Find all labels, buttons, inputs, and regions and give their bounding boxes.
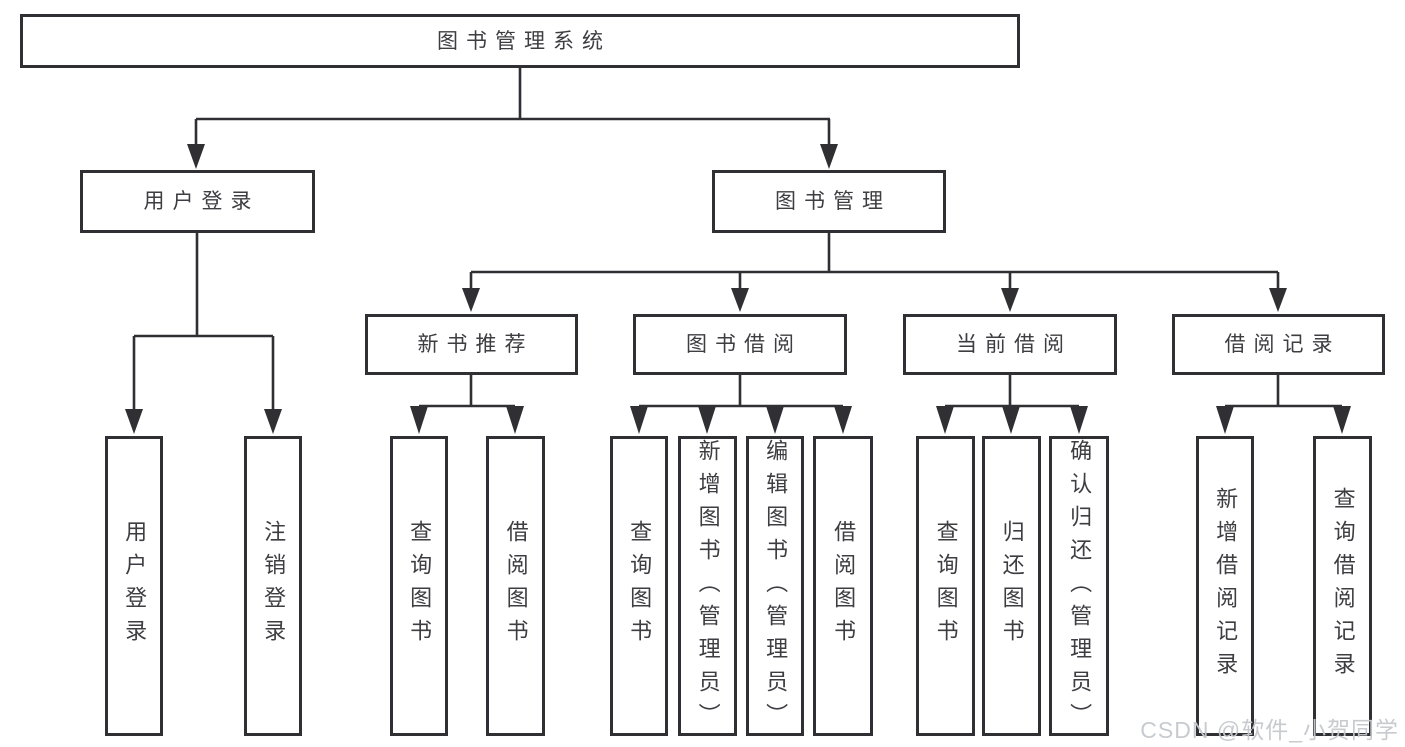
node-book-management-system: 图书管理系统 — [20, 14, 1020, 68]
connector-new-book-recommendation — [419, 375, 515, 408]
arrow-down-icon — [1001, 288, 1019, 312]
leaf-add-book-admin: 新增图书（管理员） — [678, 436, 737, 736]
arrow-down-icon — [264, 409, 282, 434]
node-user-login: 用户登录 — [80, 170, 315, 233]
leaf-user-login: 用户登录 — [105, 436, 163, 736]
watermark-text: CSDN @软件_小贺同学 — [1140, 717, 1399, 743]
leaf-query-books-current: 查询图书 — [916, 436, 975, 736]
node-borrowing-records: 借阅记录 — [1172, 314, 1385, 375]
arrow-down-icon — [834, 406, 852, 434]
node-label: 当前借阅 — [956, 333, 1072, 356]
node-label: 用户登录 — [122, 520, 148, 652]
leaf-borrow-books-recommend: 借阅图书 — [486, 436, 545, 736]
leaf-logout: 注销登录 — [244, 436, 302, 736]
node-label: 查询图书 — [627, 520, 653, 652]
arrow-down-icon — [1070, 406, 1088, 434]
arrow-down-icon — [1333, 406, 1351, 434]
arrow-down-icon — [1216, 406, 1234, 434]
connector-book-borrowing — [639, 375, 843, 408]
leaf-query-books-borrow: 查询图书 — [610, 436, 668, 736]
connector-borrowing-records — [1225, 375, 1342, 408]
node-label: 新增图书（管理员） — [695, 439, 721, 736]
arrow-down-icon — [820, 144, 838, 169]
leaf-query-books-recommend: 查询图书 — [390, 436, 448, 736]
connector-user-login — [132, 233, 275, 409]
leaf-return-books: 归还图书 — [982, 436, 1041, 736]
connector-book-management — [469, 233, 1280, 289]
arrow-down-icon — [936, 406, 954, 434]
connector-current-borrowing — [945, 375, 1079, 408]
leaf-confirm-return-admin: 确认归还（管理员） — [1049, 436, 1109, 736]
arrow-down-icon — [1002, 406, 1020, 434]
node-label: 确认归还（管理员） — [1067, 439, 1093, 736]
node-label: 编辑图书（管理员） — [763, 439, 789, 736]
node-label: 新增借阅记录 — [1213, 487, 1239, 685]
arrow-down-icon — [1269, 288, 1287, 312]
node-label: 图书管理 — [775, 190, 891, 213]
node-label: 用户登录 — [143, 190, 260, 213]
node-current-borrowing: 当前借阅 — [903, 314, 1117, 375]
node-label: 查询图书 — [407, 520, 433, 652]
node-label: 查询图书 — [933, 520, 959, 652]
arrow-down-icon — [410, 406, 428, 434]
node-label: 归还图书 — [999, 520, 1025, 652]
arrow-down-icon — [766, 406, 784, 434]
node-label: 图书借阅 — [686, 333, 802, 356]
node-label: 新书推荐 — [417, 333, 534, 356]
leaf-edit-book-admin: 编辑图书（管理员） — [746, 436, 804, 736]
arrow-down-icon — [630, 406, 648, 434]
leaf-query-borrow-record: 查询借阅记录 — [1313, 436, 1372, 736]
arrow-down-icon — [462, 288, 480, 312]
arrow-down-icon — [506, 406, 524, 434]
arrow-down-icon — [731, 288, 749, 312]
node-book-management: 图书管理 — [712, 170, 946, 233]
node-label: 借阅记录 — [1224, 333, 1341, 356]
node-label: 注销登录 — [261, 520, 287, 652]
arrow-down-icon — [187, 144, 205, 169]
node-label: 借阅图书 — [831, 520, 857, 652]
node-label: 查询借阅记录 — [1330, 487, 1356, 685]
node-label: 借阅图书 — [503, 520, 529, 652]
connector-root — [194, 68, 831, 144]
leaf-borrow-books: 借阅图书 — [813, 436, 873, 736]
node-label: 图书管理系统 — [437, 29, 611, 53]
node-book-borrowing: 图书借阅 — [633, 314, 847, 375]
leaf-add-borrow-record: 新增借阅记录 — [1196, 436, 1254, 736]
node-new-book-recommendation: 新书推荐 — [365, 314, 578, 375]
arrow-down-icon — [125, 409, 143, 434]
arrow-down-icon — [698, 406, 716, 434]
